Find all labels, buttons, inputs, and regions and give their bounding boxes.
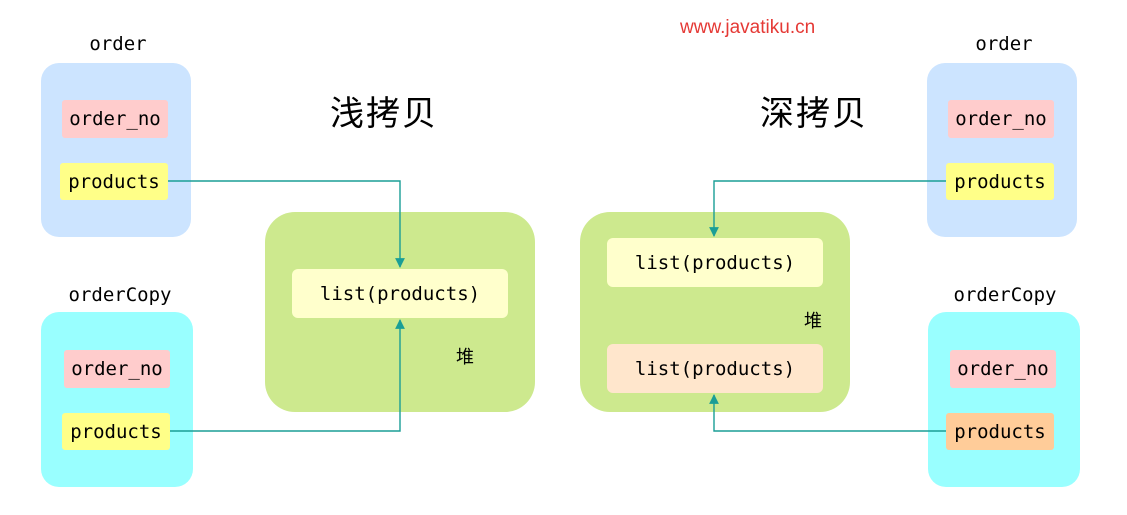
shallow-copy-heading: 浅拷贝 (330, 94, 438, 134)
deep-order-copy-box (928, 312, 1080, 487)
deep-copy-heading: 深拷贝 (760, 94, 868, 134)
shallow-heap-label: 堆 (456, 347, 474, 368)
watermark-text: www.javatiku.cn (680, 17, 816, 38)
shallow-order-copy-no-field: order_no (64, 350, 170, 388)
shallow-order-copy-products-field: products (62, 413, 170, 450)
shallow-order-copy-box (41, 312, 193, 487)
deep-order-copy-title: orderCopy (953, 284, 1057, 306)
deep-order-copy-products-field: products (946, 413, 1054, 450)
deep-order-no-field: order_no (948, 100, 1054, 138)
shallow-order-box (41, 63, 191, 237)
deep-order-products-field: products (946, 163, 1054, 200)
shallow-order-copy-title: orderCopy (68, 284, 172, 306)
deep-order-title: order (975, 33, 1033, 55)
deep-order-copy-no-field: order_no (950, 350, 1056, 388)
deep-heap-list-copy: list(products) (607, 344, 823, 393)
shallow-heap-list: list(products) (292, 269, 508, 318)
shallow-order-products-field: products (60, 163, 168, 200)
shallow-order-no-field: order_no (62, 100, 168, 138)
deep-order-box (927, 63, 1077, 237)
deep-heap-label: 堆 (804, 311, 822, 332)
deep-heap-list-original: list(products) (607, 238, 823, 287)
shallow-order-title: order (89, 33, 147, 55)
